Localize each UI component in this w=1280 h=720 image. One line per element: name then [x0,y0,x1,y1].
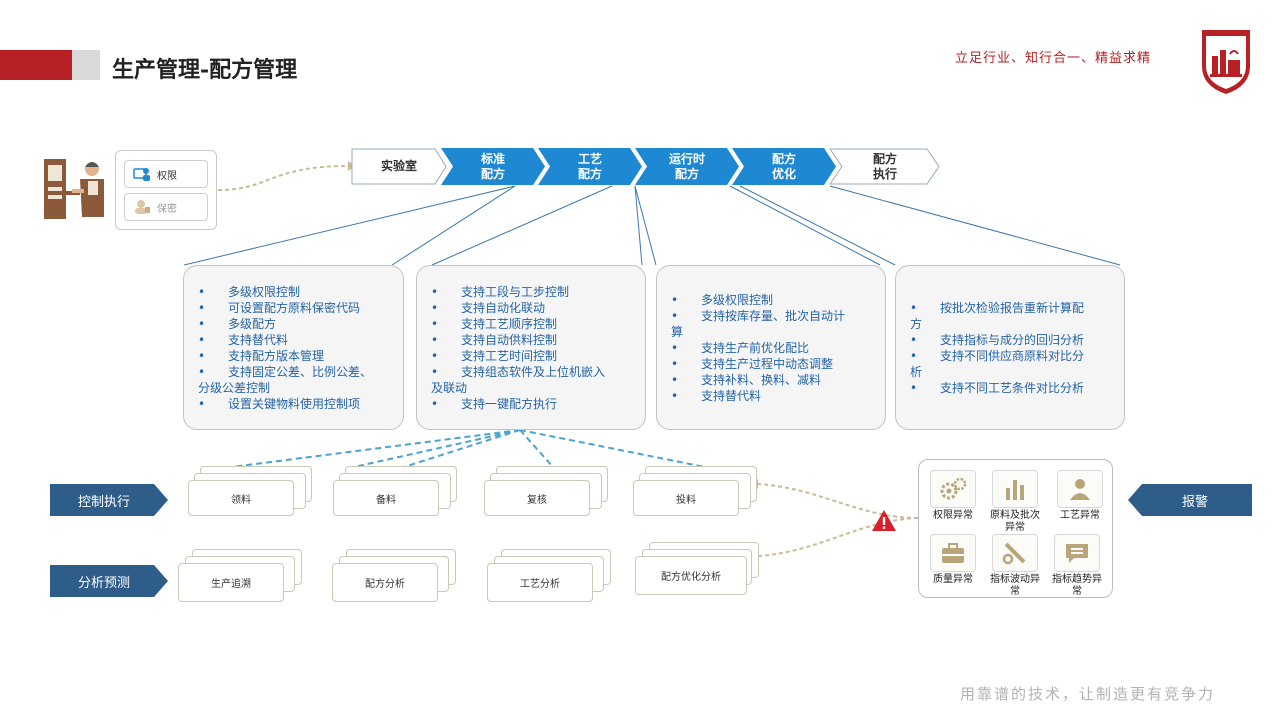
control-card-feeding[interactable]: 投料 [633,480,739,516]
alarm-process[interactable]: 工艺异常 [1055,470,1105,522]
flow-step-recipe-execution[interactable]: 配方 执行 [829,148,941,185]
header-slogan: 立足行业、知行合一、精益求精 [955,51,1152,66]
flow-step-label: 标准 [480,151,505,166]
list-item: 及联动 [431,381,468,395]
secrecy-icon [135,200,150,214]
message-icon [1054,534,1100,572]
list-item: •支持自动供料控制 [431,333,558,347]
operator-illustration [42,155,112,225]
toolbox-icon [930,534,976,572]
flow-step-label: 实验室 [380,159,417,173]
permission-button[interactable]: 权限 [124,160,208,188]
list-item: •按批次检验报告重新计算配 [910,301,1085,315]
flow-step-label: 执行 [872,166,897,181]
gears-icon [930,470,976,508]
list-item: •支持固定公差、比例公差、 [198,365,373,379]
control-card-preparation[interactable]: 备料 [333,480,439,516]
info-box-standard-recipe: •多级权限控制 •可设置配方原料保密代码 •多级配方 •支持替代料 •支持配方版… [183,265,404,430]
list-item: 方 [910,317,923,331]
flow-step-label: 配方 [872,151,897,166]
auth-panel: 权限 保密 [115,150,217,230]
info-box-process-recipe: •支持工段与工步控制 •支持自动化联动 •支持工艺顺序控制 •支持自动供料控制 … [416,265,646,430]
alarm-indicator-trend[interactable]: 指标趋势异常 [1052,534,1102,598]
alarm-permission[interactable]: 权限异常 [928,470,978,522]
list-item: •支持生产过程中动态调整 [671,357,834,371]
list-item: 析 [910,365,923,379]
alarm-quality[interactable]: 质量异常 [928,534,978,586]
header-accent-bar-gray [72,50,100,80]
list-item: •支持指标与成分的回归分析 [910,333,1085,347]
flow-step-standard-recipe[interactable]: 标准 配方 [441,148,545,185]
permission-label: 权限 [157,170,177,182]
info-box-recipe-optimization: •按批次检验报告重新计算配 方 •支持指标与成分的回归分析 •支持不同供应商原料… [895,265,1125,430]
list-item: 分级公差控制 [198,381,271,395]
list-item: •支持工段与工步控制 [431,285,570,299]
flow-step-label: 配方 [480,166,505,181]
list-item: •支持替代料 [671,389,762,403]
list-item: •支持按库存量、批次自动计 [671,309,846,323]
list-item: •支持工艺顺序控制 [431,317,558,331]
warning-icon [871,509,897,536]
secrecy-label: 保密 [157,203,177,215]
header-accent-bar [0,50,72,80]
list-item: •多级配方 [198,317,277,331]
control-card-picking[interactable]: 领料 [188,480,294,516]
list-item: •支持一键配方执行 [431,397,558,411]
flow-step-process-recipe[interactable]: 工艺 配方 [538,148,642,185]
alarm-indicator-fluctuation[interactable]: 指标波动异常 [990,534,1040,598]
list-item: •多级权限控制 [671,293,774,307]
list-item: •多级权限控制 [198,285,301,299]
wrench-gear-icon [992,534,1038,572]
permission-icon [133,168,150,181]
analysis-card-recipe-optimization[interactable]: 配方优化分析 [635,556,747,595]
list-item: •支持工艺时间控制 [431,349,558,363]
analysis-card-traceability[interactable]: 生产追溯 [178,563,284,602]
list-item: 算 [671,325,684,339]
list-item: •支持补料、换料、减料 [671,373,822,387]
info-box-runtime-recipe: •多级权限控制 •支持按库存量、批次自动计 算 •支持生产前优化配比 •支持生产… [656,265,886,430]
list-item: •支持替代料 [198,333,289,347]
company-logo [1198,26,1254,96]
list-item: •支持自动化联动 [431,301,546,315]
analysis-card-recipe-analysis[interactable]: 配方分析 [332,563,438,602]
control-execution-label: 控制执行 [50,484,168,516]
secrecy-button[interactable]: 保密 [124,193,208,221]
flow-step-lab[interactable]: 实验室 [351,148,447,185]
flow-step-recipe-optimization[interactable]: 配方 优化 [732,148,836,185]
person-icon [1057,470,1103,508]
bar-chart-icon [992,470,1038,508]
flow-step-runtime-recipe[interactable]: 运行时 配方 [635,148,739,185]
flow-step-label: 配方 [674,166,699,181]
analysis-forecast-label: 分析预测 [50,565,168,597]
list-item: •支持配方版本管理 [198,349,325,363]
list-item: •可设置配方原料保密代码 [198,301,361,315]
page-title: 生产管理-配方管理 [112,57,298,83]
flow-step-label: 优化 [771,166,796,181]
list-item: •支持组态软件及上位机嵌入 [431,365,606,379]
alarm-label: 报警 [1128,484,1252,516]
flow-step-label: 配方 [577,166,602,181]
analysis-card-process-analysis[interactable]: 工艺分析 [487,563,593,602]
alarm-material-batch[interactable]: 原料及批次异常 [990,470,1040,534]
list-item: •支持不同供应商原料对比分 [910,349,1085,363]
alarm-panel: 权限异常 原料及批次异常 工艺异常 质量异常 指标波动异常 指标趋势异常 [918,459,1113,598]
flow-step-label: 配方 [771,151,796,166]
list-item: •设置关键物料使用控制项 [198,397,361,411]
list-item: •支持不同工艺条件对比分析 [910,381,1085,395]
footer-tagline: 用靠谱的技术，让制造更有竞争力 [960,685,1216,703]
control-card-review[interactable]: 复核 [484,480,590,516]
flow-step-label: 工艺 [577,151,602,166]
list-item: •支持生产前优化配比 [671,341,810,355]
flow-step-label: 运行时 [668,151,705,166]
